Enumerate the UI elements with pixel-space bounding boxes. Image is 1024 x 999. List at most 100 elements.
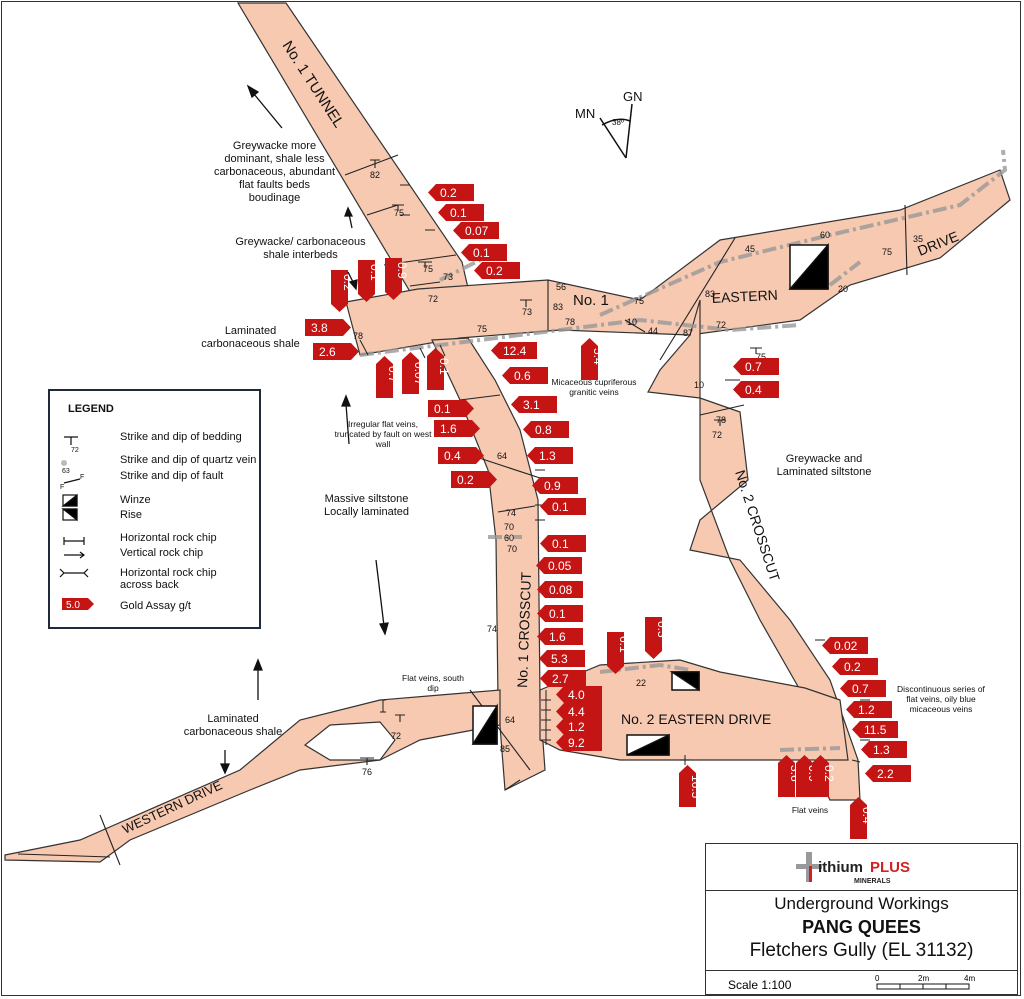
assay-value: 4.4 [568, 705, 585, 719]
note-greywacke-siltstone: Greywacke and Laminated siltstone [776, 453, 872, 478]
logo-brand-b: PLUS [870, 859, 910, 876]
dip-value: 74 [506, 508, 516, 518]
assay-value: 0.1 [549, 607, 566, 621]
label-no1-crosscut: No. 1 CROSSCUT [514, 571, 534, 688]
legend-assay-value: 5.0 [66, 600, 80, 611]
assay-value: 2.7 [552, 672, 569, 686]
dip-value: 56 [556, 282, 566, 292]
assay-tag: 16.5 [679, 765, 703, 807]
assay-value: 0.1 [450, 206, 467, 220]
assay-value: 0.1 [473, 246, 490, 260]
legend-rise: Rise [120, 509, 143, 521]
assay-tag: 1.3 [861, 741, 907, 758]
dip-value: 83 [705, 289, 715, 299]
assay-tag: 0.1 [428, 400, 474, 417]
note-laminated-shale-2: Laminated carbonaceous shale [183, 713, 283, 738]
assay-value: 0.1 [437, 358, 451, 375]
north-gn: GN [623, 89, 643, 104]
assay-tag: 0.4 [438, 447, 484, 464]
assay-tag: 0.1 [540, 498, 586, 515]
assay-tag: 0.3 [645, 617, 669, 659]
dip-value: 75 [756, 352, 766, 362]
assay-value: 3.1 [523, 398, 540, 412]
assay-tag: 0.07 [402, 352, 426, 394]
legend-quartz-vein: Strike and dip of quartz vein [120, 454, 257, 466]
dip-value: 75 [882, 247, 892, 257]
underground-workings [4, 2, 1011, 863]
legend-vein-dip: 63 [62, 468, 70, 475]
company-logo: ithium PLUS MINERALS [796, 850, 936, 886]
note-massive-siltstone: Massive siltstone Locally laminated [324, 493, 409, 518]
dip-value: 76 [362, 767, 372, 777]
assay-value: 0.2 [822, 765, 836, 782]
assay-tag: 1.2 [556, 718, 602, 735]
assay-value: 9.2 [568, 736, 585, 750]
assay-value: 0.3 [655, 621, 669, 638]
assay-tag: 0.7 [376, 356, 400, 398]
assay-value: 0.07 [412, 362, 426, 386]
dip-value: 75 [477, 324, 487, 334]
dip-value: 20 [838, 284, 848, 294]
assay-tag: 0.7 [733, 358, 779, 375]
assay-value: 0.4 [444, 449, 461, 463]
assay-tag: 1.6 [537, 628, 583, 645]
no1-eastern-drive [345, 169, 1011, 356]
assay-tag: 0.1 [540, 535, 586, 552]
assay-tag: 0.2 [832, 658, 878, 675]
assay-value: 0.2 [457, 473, 474, 487]
legend-fault-mark: F [60, 484, 64, 491]
assay-tag: 0.1 [427, 348, 451, 390]
dip-value: 73 [522, 307, 532, 317]
dip-value: 87 [683, 328, 693, 338]
assay-value: 2.6 [319, 345, 336, 359]
assay-tag: 5.4 [581, 338, 605, 380]
assay-value: 1.2 [858, 703, 875, 717]
assay-tag: 0.8 [523, 421, 569, 438]
assay-value: 0.2 [440, 186, 457, 200]
dip-value: 72 [716, 320, 726, 330]
dip-value: 10 [627, 317, 637, 327]
rise-no2-drive [669, 671, 700, 692]
note-flat-veins-south-dip: Flat veins, south dip [402, 673, 464, 693]
note-greywacke-dominant: Greywacke more dominant, shale less carb… [213, 140, 336, 204]
winzes-rises [471, 242, 829, 756]
assay-value: 0.1 [368, 264, 382, 281]
assay-tag: 0.08 [537, 581, 583, 598]
assay-value: 1.2 [568, 720, 585, 734]
note-greywacke-interbeds: Greywacke/ carbonaceous shale interbeds [235, 236, 366, 261]
assay-tag: 1.6 [434, 420, 480, 437]
assay-tag: 0.1 [537, 605, 583, 622]
assay-value: 0.05 [548, 559, 572, 573]
dip-value: 75 [394, 208, 404, 218]
legend-gold-assay: Gold Assay g/t [120, 600, 191, 612]
dip-value: 72 [712, 430, 722, 440]
legend-vertical-chip: Vertical rock chip [120, 547, 204, 559]
title-line3: Fletchers Gully (EL 31132) [749, 940, 974, 961]
assay-tag: 5.3 [539, 650, 585, 667]
dip-value: 64 [505, 715, 515, 725]
assay-tag: 3.1 [511, 396, 557, 413]
legend-winze: Winze [120, 494, 151, 506]
assay-value: 4.0 [568, 688, 585, 702]
assay-tag: 0.2 [474, 262, 520, 279]
assay-value: 1.3 [873, 743, 890, 757]
assay-tag: 0.9 [385, 258, 409, 300]
assay-tag: 0.02 [822, 637, 868, 654]
winze-no1-crosscut [471, 703, 498, 745]
pillar [303, 721, 396, 761]
scale-tick-2m: 2m [918, 974, 929, 983]
assay-value: 0.4 [860, 807, 874, 824]
legend-fault-mark-2: F [80, 474, 84, 481]
dip-value: 78 [353, 331, 363, 341]
dip-value: 82 [370, 170, 380, 180]
assay-tag: 0.05 [536, 557, 582, 574]
dip-value: 78 [716, 415, 726, 425]
assay-tag: 9.2 [556, 734, 602, 751]
assay-tag: 0.4 [850, 797, 874, 839]
no2-eastern-drive [539, 659, 849, 761]
legend-bedding-dip: 72 [71, 447, 79, 454]
